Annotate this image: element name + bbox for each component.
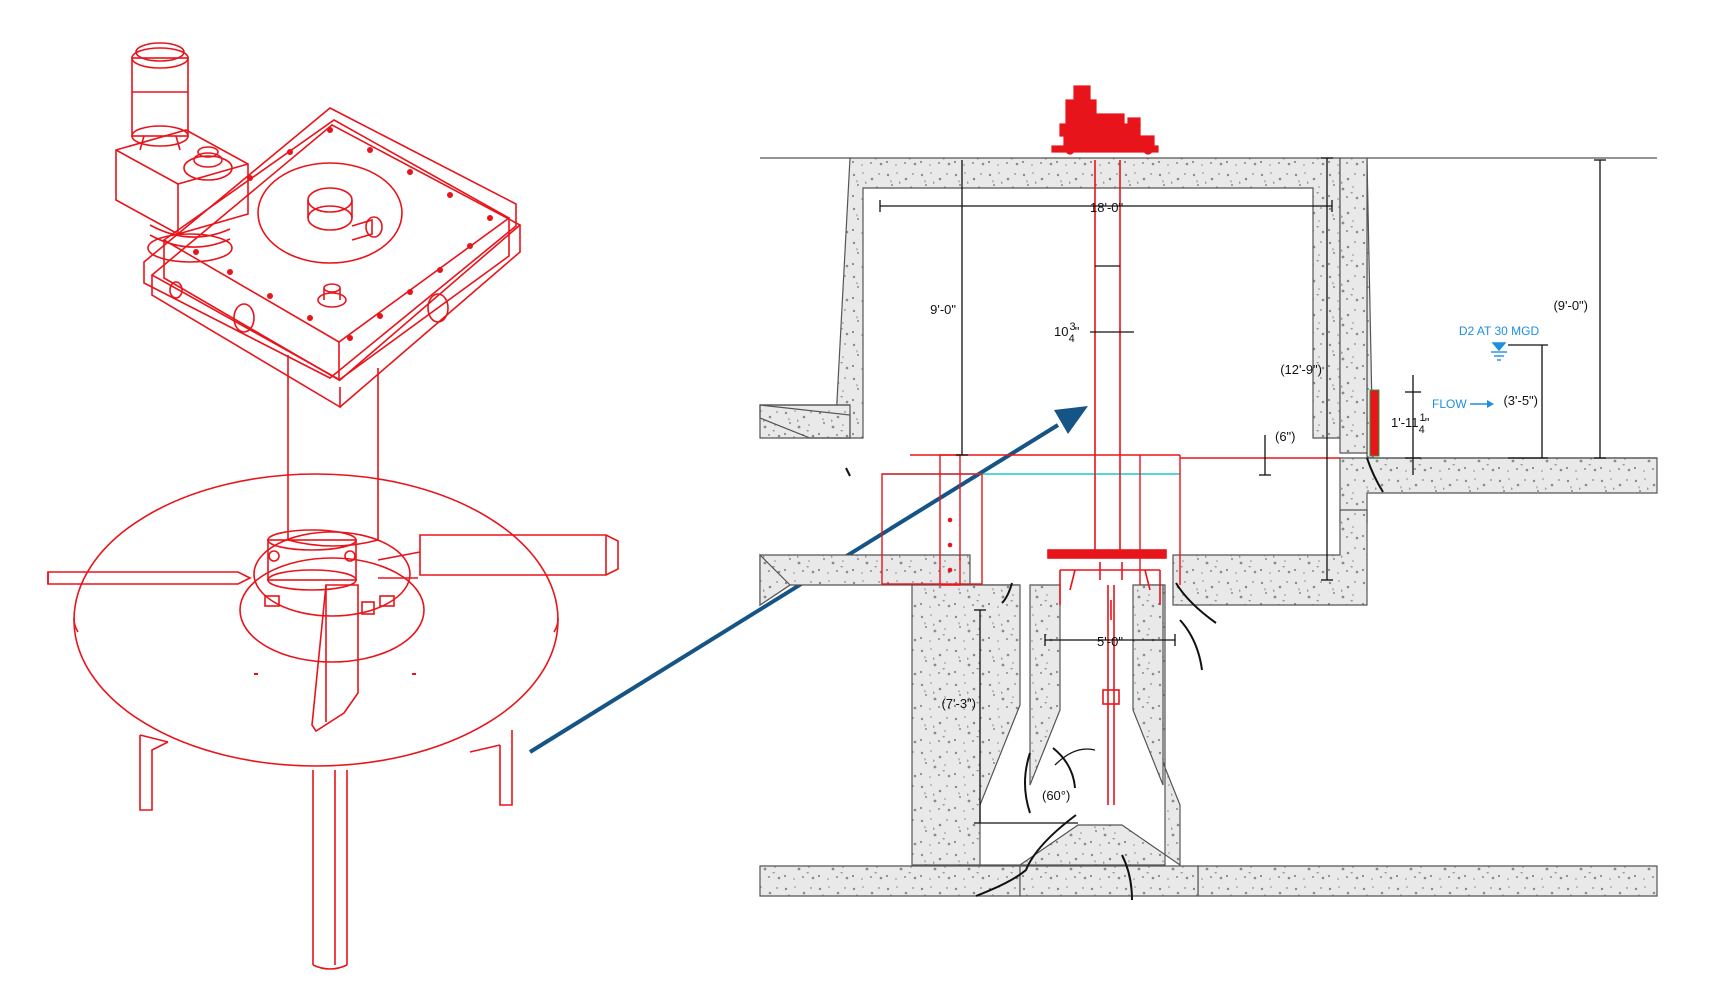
floor-step-lines [910, 454, 1340, 459]
impeller-arms [47, 534, 619, 585]
gearbox-icon [115, 129, 249, 263]
dim-pit-width: 5'-0" [1097, 634, 1123, 649]
dim-pit-depth: (7'-3") [941, 696, 976, 711]
motor-icon [131, 42, 189, 151]
shaft-stub [317, 283, 347, 308]
disk-markers [254, 673, 416, 675]
pointer-arrow [528, 406, 1088, 754]
lower-shaft [312, 770, 348, 970]
gearbox-housing [162, 119, 511, 382]
support-brackets [139, 730, 513, 811]
flow-label: FLOW [1432, 397, 1467, 411]
water-level-label: D2 AT 30 MGD [1459, 324, 1540, 338]
gate [1369, 389, 1380, 457]
break-lines [845, 457, 1384, 901]
baffle-disk [73, 473, 559, 767]
wall-edges [760, 157, 1657, 459]
vertical-blade [311, 584, 359, 733]
inlet-baffle [881, 454, 1181, 586]
access-cover [257, 162, 403, 264]
water-level-icon [1491, 342, 1507, 361]
dim-water-depth: (3'-5") [1503, 393, 1538, 408]
dim-right-depth: (9'-0") [1553, 298, 1588, 313]
side-lugs [169, 281, 449, 333]
flow-arrow-icon [1470, 400, 1494, 408]
dimension-lines [879, 157, 1606, 824]
shaft-coupling [264, 529, 395, 615]
dim-depth-to-floor: 9'-0" [930, 302, 956, 317]
mixer-shaft [1094, 160, 1121, 805]
baffle-disk-rim [73, 617, 559, 633]
drive-unit [1051, 85, 1159, 155]
hub-ring-inner [253, 531, 411, 617]
mixer-column [287, 355, 379, 547]
hub-ring-outer [239, 557, 425, 663]
concrete-walls [759, 157, 1658, 897]
dim-overall-depth: (12'-9") [1280, 362, 1322, 377]
impeller [1047, 549, 1167, 605]
isometric-mixer-drawing [47, 42, 619, 970]
dim-cone-angle: (60°) [1042, 788, 1070, 803]
dim-floor-step: (6") [1275, 429, 1296, 444]
housing-bolts [193, 127, 493, 341]
dim-tank-width: 18'-0" [1090, 200, 1124, 215]
mounting-plate [143, 107, 522, 409]
